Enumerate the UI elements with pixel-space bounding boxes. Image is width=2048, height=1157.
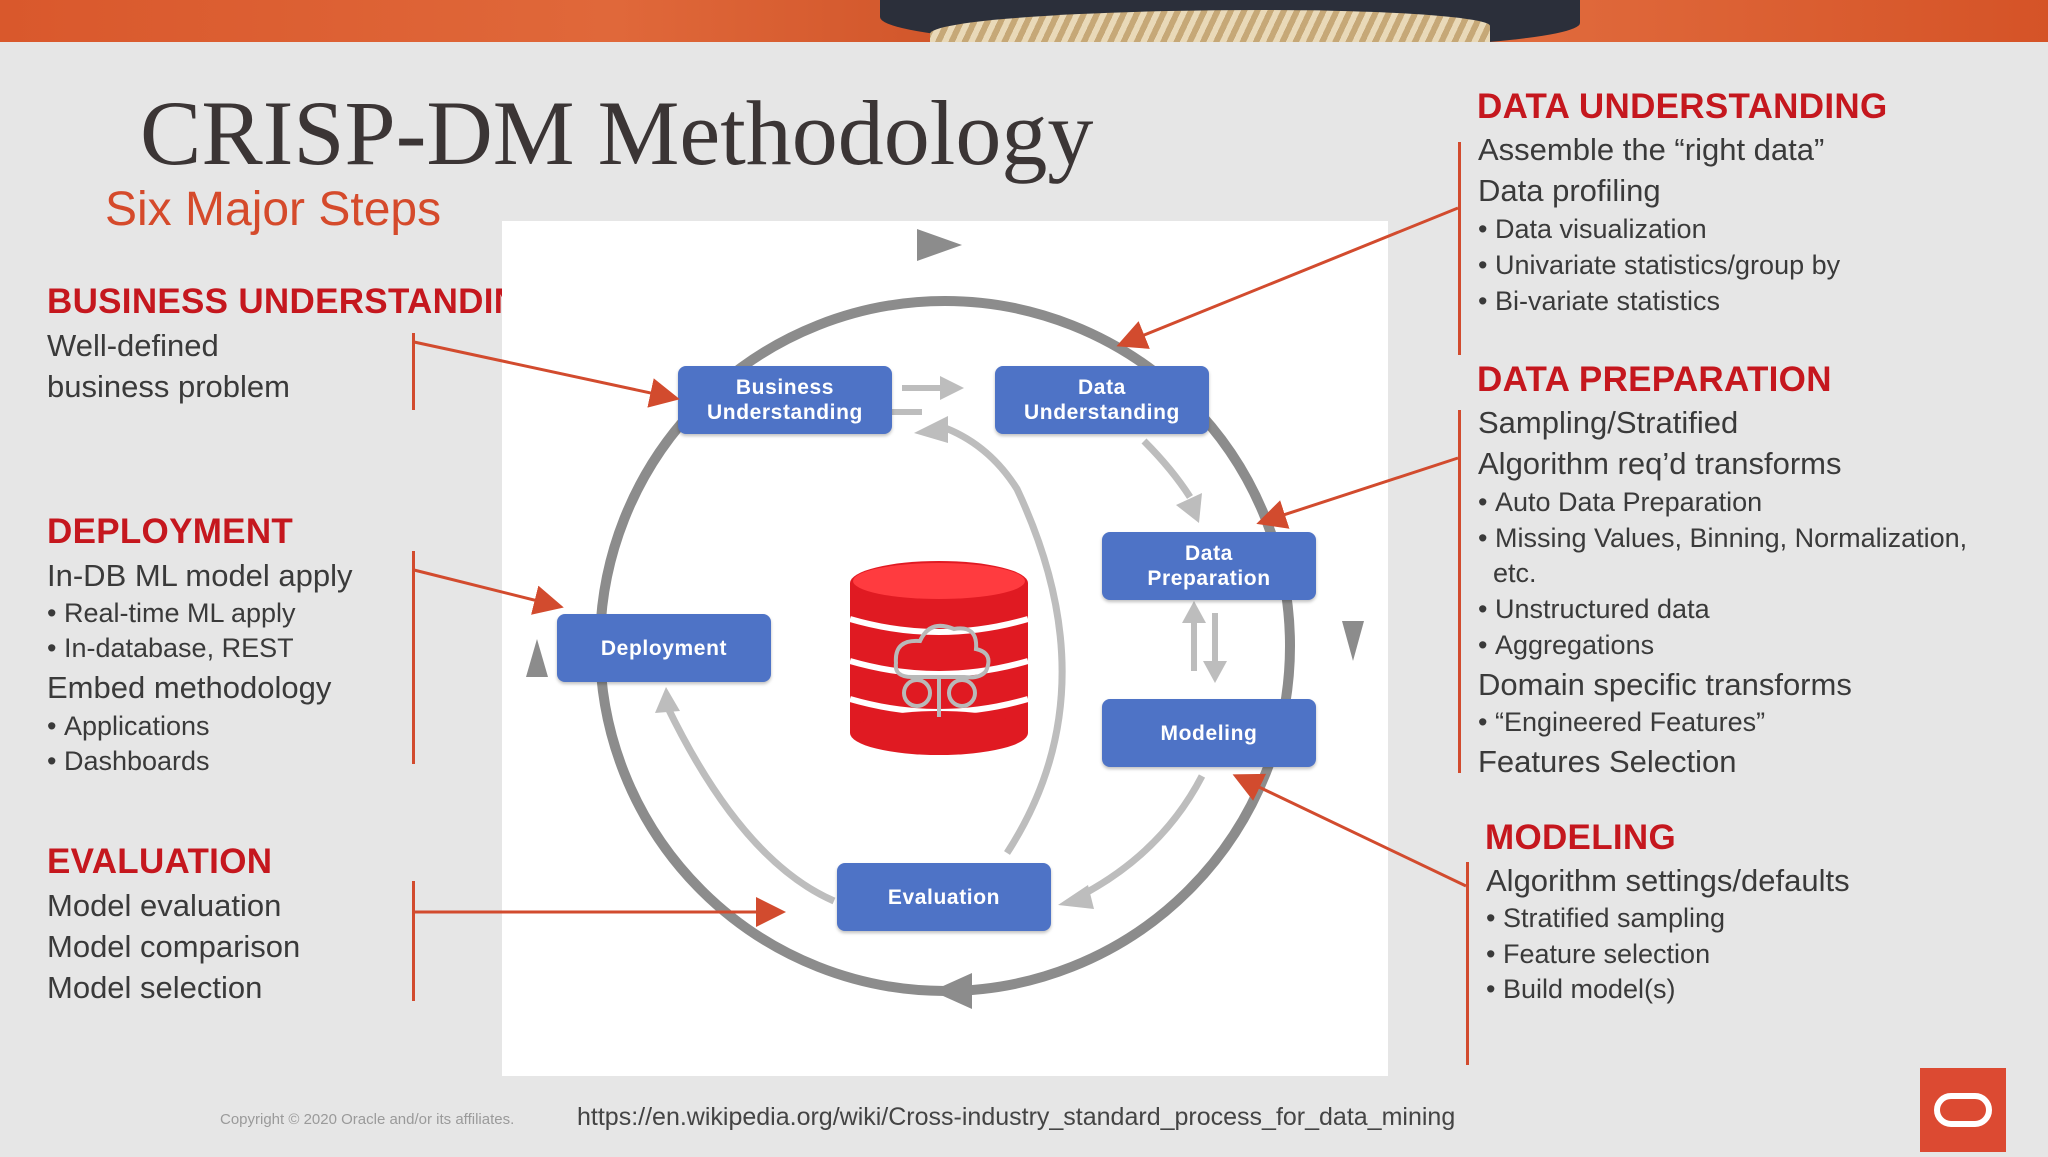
node-label: Understanding [707, 401, 863, 424]
oracle-logo [1920, 1068, 2006, 1152]
data-understanding-bracket [1458, 142, 1461, 355]
data-preparation-bullet: Unstructured data [1478, 594, 1710, 625]
data-understanding-bullet: Bi-variate statistics [1478, 286, 1720, 317]
biz-to-data-arrow [902, 385, 942, 391]
evaluation-bracket [412, 881, 415, 1001]
understanding-to-prep-arrowhead [1176, 493, 1202, 523]
modeling-bullet: Feature selection [1486, 939, 1710, 970]
business-line: business problem [47, 369, 290, 404]
slide-title: CRISP-DM Methodology [140, 82, 1094, 184]
modeling-to-evaluation-arrow [1078, 774, 1206, 900]
node-label: Data [1185, 542, 1233, 565]
data-understanding-bullet: Univariate statistics/group by [1478, 250, 1840, 281]
evaluation-line: Model evaluation [47, 888, 282, 923]
outer-arrowhead-left [526, 639, 548, 677]
evaluation-to-deployment-arrowhead [655, 687, 680, 713]
data-preparation-line: Features Selection [1478, 744, 1737, 779]
data-preparation-line: Domain specific transforms [1478, 667, 1852, 702]
prep-to-modeling-arrow [1212, 613, 1218, 663]
data-preparation-bullet: Missing Values, Binning, Normalization, [1478, 523, 1967, 554]
evaluation-to-business-arrowhead [914, 416, 948, 443]
business-bracket [412, 333, 415, 410]
modeling-bullet: Stratified sampling [1486, 903, 1725, 934]
outer-arrowhead-right [1342, 621, 1364, 661]
data-preparation-heading: DATA PREPARATION [1477, 360, 1832, 399]
data-preparation-callout-arrow [1256, 456, 1459, 529]
deployment-bullet: Applications [47, 711, 210, 742]
data-preparation-bullet: “Engineered Features” [1478, 707, 1765, 738]
outer-arrowhead-bottom [932, 973, 972, 1009]
data-understanding-heading: DATA UNDERSTANDING [1477, 87, 1888, 126]
data-preparation-line: Algorithm req’d transforms [1478, 446, 1842, 481]
data-understanding-line: Assemble the “right data” [1478, 132, 1825, 167]
biz-to-data-arrowhead [940, 376, 964, 400]
deployment-bracket [412, 551, 415, 764]
data-understanding-callout-arrow [1116, 206, 1459, 349]
modeling-to-prep-arrow [1191, 621, 1197, 671]
outer-arrowhead-top [917, 229, 962, 261]
prep-to-modeling-arrowhead [1203, 661, 1227, 683]
data-preparation-bullet: etc. [1493, 558, 1537, 588]
node-label: Data [1078, 376, 1126, 399]
deployment-bullet: In-database, REST [47, 633, 294, 664]
evaluation-line: Model selection [47, 970, 263, 1005]
modeling-to-prep-arrowhead [1182, 601, 1206, 623]
evaluation-line: Model comparison [47, 929, 301, 964]
deployment-line: In-DB ML model apply [47, 558, 353, 593]
modeling-heading: MODELING [1485, 818, 1677, 857]
modeling-to-evaluation-arrowhead [1058, 885, 1094, 909]
data-understanding-bullet: Data visualization [1478, 214, 1707, 245]
node-modeling: Modeling [1102, 699, 1316, 767]
business-line: Well-defined [47, 328, 219, 363]
data-understanding-line: Data profiling [1478, 173, 1661, 208]
modeling-callout-arrow [1232, 773, 1467, 888]
cloud-brain-icon [893, 624, 991, 717]
deployment-line: Embed methodology [47, 670, 332, 705]
deployment-heading: DEPLOYMENT [47, 512, 294, 551]
slide-subtitle: Six Major Steps [105, 183, 442, 236]
data-preparation-bullet: Aggregations [1478, 630, 1654, 661]
understanding-to-prep-arrow [1141, 438, 1193, 499]
cycle-graphic [526, 229, 1364, 1009]
business-callout-arrow [413, 340, 680, 408]
source-link[interactable]: https://en.wikipedia.org/wiki/Cross-indu… [577, 1103, 1456, 1131]
oracle-ring-icon [1934, 1093, 1992, 1127]
data-preparation-bracket [1458, 410, 1461, 773]
deployment-bullet: Dashboards [47, 746, 210, 777]
modeling-bullet: Build model(s) [1486, 974, 1676, 1005]
evaluation-to-deployment-arrow [663, 704, 836, 905]
node-label: Business [735, 376, 835, 399]
node-label: Preparation [1147, 567, 1271, 590]
data-to-biz-arrow [882, 409, 922, 415]
node-label: Understanding [1024, 401, 1180, 424]
deployment-callout-arrow [413, 568, 564, 615]
evaluation-to-business-arrow [938, 422, 1066, 855]
data-preparation-line: Sampling/Stratified [1478, 405, 1739, 440]
evaluation-heading: EVALUATION [47, 842, 273, 881]
modeling-bracket [1466, 862, 1469, 1065]
header-banner [0, 0, 2048, 42]
node-evaluation: Evaluation [837, 863, 1051, 931]
copyright-text: Copyright © 2020 Oracle and/or its affil… [220, 1111, 515, 1128]
deployment-bullet: Real-time ML apply [47, 598, 296, 629]
modeling-line: Algorithm settings/defaults [1486, 863, 1850, 898]
business-heading: BUSINESS UNDERSTANDING [47, 282, 547, 321]
node-deployment: Deployment [557, 614, 771, 682]
data-preparation-bullet: Auto Data Preparation [1478, 487, 1762, 518]
